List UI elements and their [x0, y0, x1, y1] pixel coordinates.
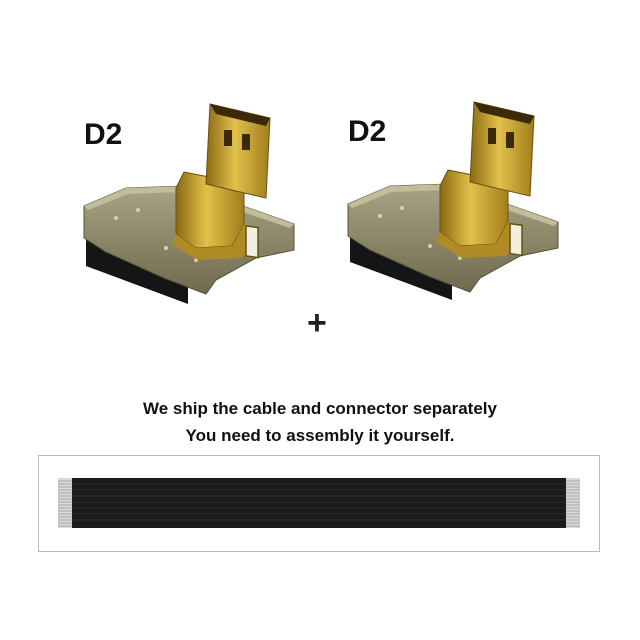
- cable-contacts-right: [566, 478, 580, 528]
- plus-symbol: +: [307, 304, 327, 342]
- cable-frame: [38, 455, 600, 552]
- product-label-right: D2: [348, 115, 387, 148]
- connector-image-right: [347, 101, 559, 300]
- caption-line-2: You need to assembly it yourself.: [185, 426, 455, 445]
- caption-line-1: We ship the cable and connector separate…: [143, 399, 497, 418]
- connector-image-left: [83, 103, 295, 304]
- product-label-left: D2: [84, 118, 123, 151]
- cable-contacts-left: [58, 478, 72, 528]
- ffc-cable-image: [58, 478, 580, 528]
